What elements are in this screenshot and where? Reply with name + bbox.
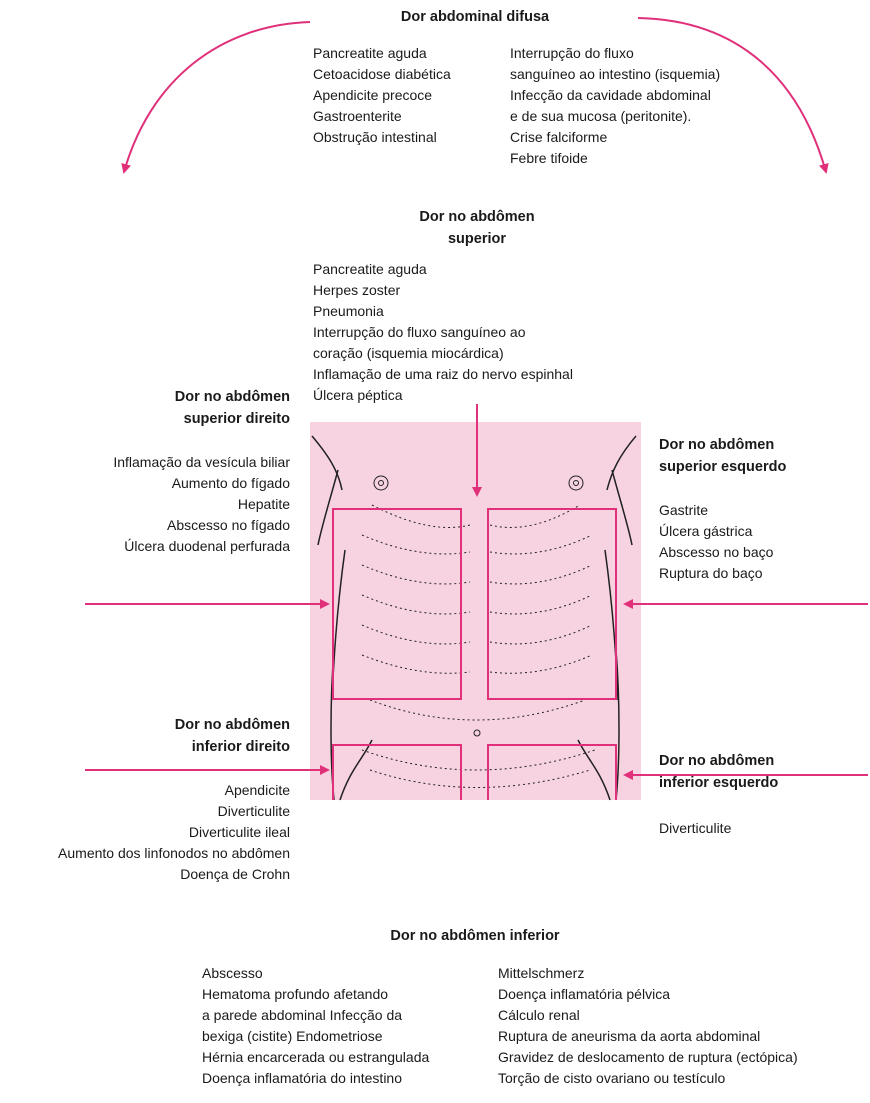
list-item: Diverticulite ileal <box>4 822 290 843</box>
upper-title: Dor no abdômen superior <box>380 206 574 250</box>
list-item: Gastroenterite <box>313 106 451 127</box>
title-line: superior esquerdo <box>659 456 859 478</box>
list-item: Diverticulite <box>659 818 731 839</box>
list-item: Mittelschmerz <box>498 963 798 984</box>
lower-right-list: Apendicite Diverticulite Diverticulite i… <box>4 780 290 885</box>
torso-background <box>310 422 641 800</box>
diffuse-title: Dor abdominal difusa <box>330 6 620 28</box>
lower-left-title: Dor no abdômen inferior esquerdo <box>659 750 859 794</box>
list-item: Diverticulite <box>4 801 290 822</box>
title-line: Dor no abdômen <box>60 386 290 408</box>
list-item: a parede abdominal Infecção da <box>202 1005 429 1026</box>
list-item: Crise falciforme <box>510 127 720 148</box>
lower-list-1: Abscesso Hematoma profundo afetando a pa… <box>202 963 429 1089</box>
list-item: Febre tifoide <box>510 148 720 169</box>
upper-left-list: Gastrite Úlcera gástrica Abscesso no baç… <box>659 500 773 584</box>
lower-left-list: Diverticulite <box>659 818 731 839</box>
list-item: Cálculo renal <box>498 1005 798 1026</box>
lower-right-title: Dor no abdômen inferior direito <box>60 714 290 758</box>
list-item: Inflamação da vesícula biliar <box>20 452 290 473</box>
list-item: Doença inflamatória do intestino <box>202 1068 429 1089</box>
list-item: Interrupção do fluxo sanguíneo ao <box>313 322 573 343</box>
list-item: coração (isquemia miocárdica) <box>313 343 573 364</box>
list-item: Interrupção do fluxo <box>510 43 720 64</box>
list-item: Apendicite <box>4 780 290 801</box>
list-item: Herpes zoster <box>313 280 573 301</box>
list-item: Cetoacidose diabética <box>313 64 451 85</box>
list-item: Úlcera péptica <box>313 385 573 406</box>
list-item: Hematoma profundo afetando <box>202 984 429 1005</box>
list-item: Aumento do fígado <box>20 473 290 494</box>
list-item: Inflamação de uma raiz do nervo espinhal <box>313 364 573 385</box>
lower-list-2: Mittelschmerz Doença inflamatória pélvic… <box>498 963 798 1089</box>
list-item: Gastrite <box>659 500 773 521</box>
title-line: superior <box>380 228 574 250</box>
arrow-diffuse-left <box>124 22 310 172</box>
list-item: Hérnia encarcerada ou estrangulada <box>202 1047 429 1068</box>
title-line: Dor no abdômen <box>380 206 574 228</box>
list-item: Abscesso no baço <box>659 542 773 563</box>
upper-right-title: Dor no abdômen superior direito <box>60 386 290 430</box>
title-line: Dor no abdômen <box>60 714 290 736</box>
list-item: Gravidez de deslocamento de ruptura (ect… <box>498 1047 798 1068</box>
list-item: Abscesso no fígado <box>20 515 290 536</box>
upper-right-list: Inflamação da vesícula biliar Aumento do… <box>20 452 290 557</box>
diffuse-list-2: Interrupção do fluxo sanguíneo ao intest… <box>510 43 720 169</box>
list-item: Torção de cisto ovariano ou testículo <box>498 1068 798 1089</box>
list-item: Ruptura de aneurisma da aorta abdominal <box>498 1026 798 1047</box>
list-item: sanguíneo ao intestino (isquemia) <box>510 64 720 85</box>
list-item: bexiga (cistite) Endometriose <box>202 1026 429 1047</box>
list-item: Infecção da cavidade abdominal <box>510 85 720 106</box>
list-item: Úlcera gástrica <box>659 521 773 542</box>
list-item: Pneumonia <box>313 301 573 322</box>
title-line: Dor no abdômen <box>659 750 859 772</box>
diffuse-list-1: Pancreatite aguda Cetoacidose diabética … <box>313 43 451 148</box>
list-item: e de sua mucosa (peritonite). <box>510 106 720 127</box>
list-item: Hepatite <box>20 494 290 515</box>
list-item: Apendicite precoce <box>313 85 451 106</box>
lower-title: Dor no abdômen inferior <box>300 925 650 947</box>
list-item: Aumento dos linfonodos no abdômen <box>4 843 290 864</box>
list-item: Ruptura do baço <box>659 563 773 584</box>
list-item: Úlcera duodenal perfurada <box>20 536 290 557</box>
upper-left-title: Dor no abdômen superior esquerdo <box>659 434 859 478</box>
title-line: inferior direito <box>60 736 290 758</box>
title-line: inferior esquerdo <box>659 772 859 794</box>
list-item: Doença inflamatória pélvica <box>498 984 798 1005</box>
upper-list: Pancreatite aguda Herpes zoster Pneumoni… <box>313 259 573 406</box>
title-line: superior direito <box>60 408 290 430</box>
list-item: Abscesso <box>202 963 429 984</box>
list-item: Pancreatite aguda <box>313 43 451 64</box>
list-item: Pancreatite aguda <box>313 259 573 280</box>
list-item: Doença de Crohn <box>4 864 290 885</box>
title-line: Dor no abdômen <box>659 434 859 456</box>
list-item: Obstrução intestinal <box>313 127 451 148</box>
